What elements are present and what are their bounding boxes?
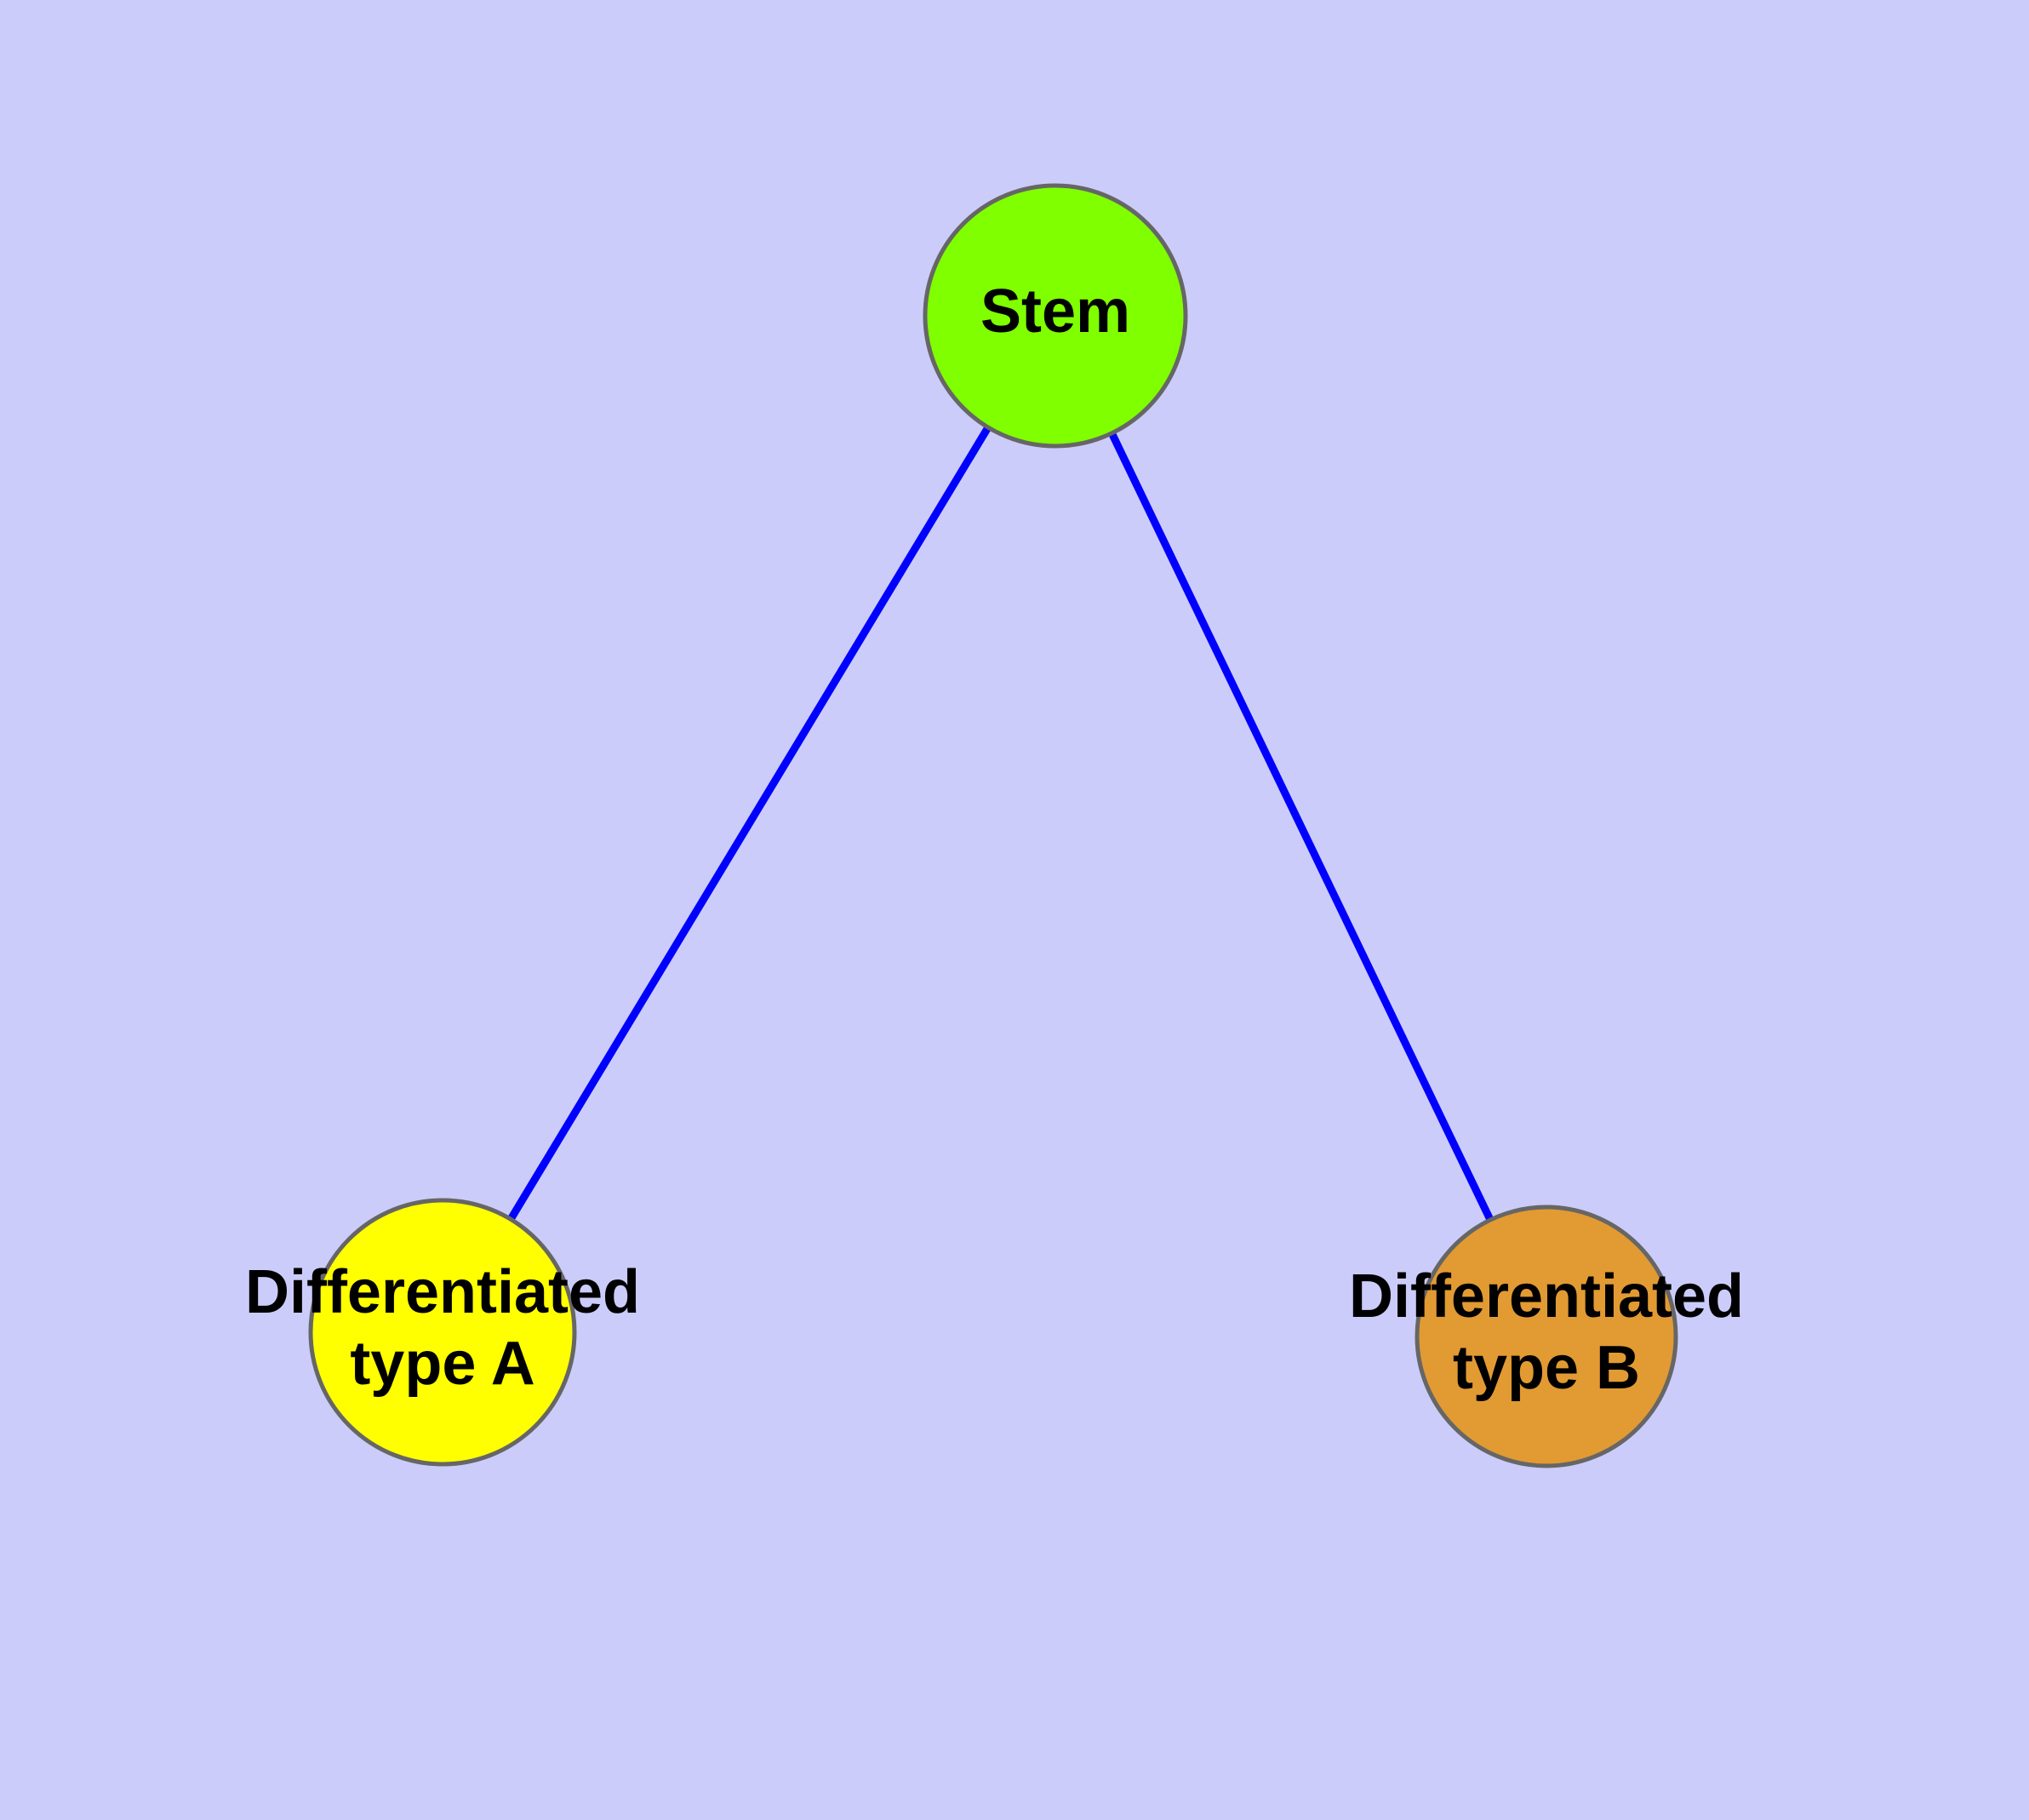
node-label-line: Differentiated — [245, 1258, 640, 1326]
nodes-layer — [308, 183, 1678, 1468]
node-stem[interactable] — [923, 183, 1188, 449]
edge-stem-to-diff_a[interactable] — [507, 425, 992, 1222]
edge-stem-to-diff_b[interactable] — [1108, 431, 1495, 1222]
node-label-stem: Stem — [980, 278, 1130, 346]
node-label-line: type A — [350, 1330, 534, 1398]
edges-layer — [507, 425, 1495, 1222]
node-diff_a[interactable] — [308, 1198, 577, 1467]
node-label-line: Stem — [980, 278, 1130, 346]
node-label-line: type B — [1453, 1334, 1640, 1402]
node-diff_b[interactable] — [1415, 1205, 1678, 1468]
node-label-line: Differentiated — [1349, 1262, 1744, 1331]
